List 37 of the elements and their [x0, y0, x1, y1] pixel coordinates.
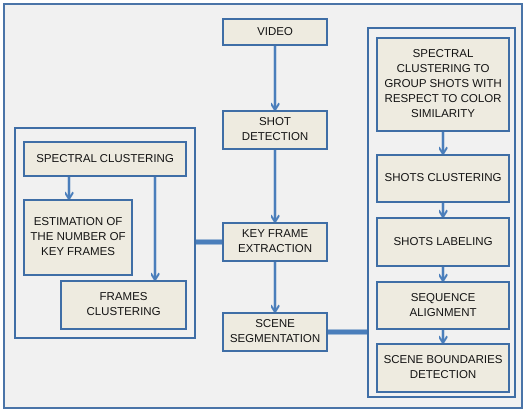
- process-box: [376, 37, 510, 132]
- arrow: [438, 132, 448, 156]
- arrow: [270, 46, 280, 112]
- process-box: [376, 154, 510, 203]
- connector-line: [196, 240, 222, 244]
- arrow: [150, 177, 160, 282]
- process-box: [222, 110, 328, 150]
- box-label: SPECTRAL CLUSTERING: [35, 152, 175, 166]
- box-label: ESTIMATION OF THE NUMBER OF KEY FRAMES: [29, 215, 127, 260]
- group-box: [14, 127, 196, 339]
- box-label: SCENE BOUNDARIES DETECTION: [382, 353, 504, 383]
- arrow: [438, 203, 448, 218]
- process-box: [222, 222, 328, 262]
- box-label: FRAMES CLUSTERING: [85, 290, 162, 320]
- arrow: [438, 330, 448, 344]
- box-label: SCENE SEGMENTATION: [228, 317, 322, 347]
- process-box: [222, 312, 328, 352]
- process-box: [376, 281, 510, 330]
- process-box: [376, 343, 510, 393]
- box-label: VIDEO: [256, 24, 294, 40]
- box-label: SHOTS CLUSTERING: [384, 171, 502, 186]
- arrow: [64, 177, 74, 200]
- connector-line: [328, 330, 367, 334]
- box-label: SEQUENCE ALIGNMENT: [408, 290, 478, 320]
- process-box: [222, 18, 328, 46]
- process-box: [23, 141, 187, 177]
- arrow: [270, 150, 280, 224]
- process-box: [60, 280, 187, 330]
- box-label: SHOTS LABELING: [392, 234, 494, 250]
- box-label: SPECTRAL CLUSTERING TO GROUP SHOTS WITH RESPECT TO COLOR SIMILARITY: [383, 47, 503, 122]
- arrow: [270, 262, 280, 314]
- box-label: SHOT DETECTION: [240, 115, 310, 145]
- group-box: [367, 27, 516, 398]
- process-box: [23, 199, 133, 276]
- arrow: [438, 267, 448, 282]
- box-label: KEY FRAME EXTRACTION: [236, 227, 314, 257]
- process-box: [376, 217, 510, 267]
